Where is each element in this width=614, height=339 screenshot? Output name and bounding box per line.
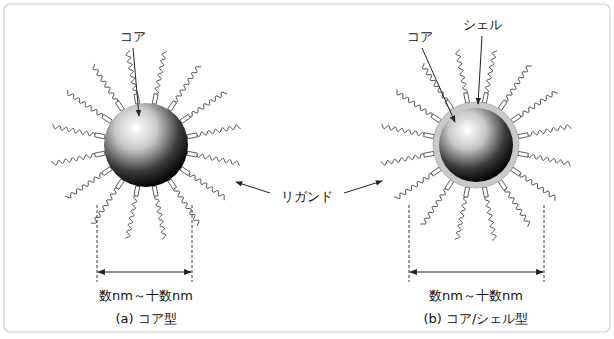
ligand-anchor <box>152 94 158 105</box>
leader-arrow <box>422 48 455 122</box>
core-sphere <box>439 108 513 182</box>
dimension-label: 数nm～十数nm <box>429 288 523 304</box>
ligand-anchor <box>95 151 106 157</box>
leader-arrow <box>133 48 139 116</box>
dimension <box>97 205 192 282</box>
ligand-chain <box>520 174 555 200</box>
part-label: コア <box>120 29 146 45</box>
leader-arrow <box>344 181 382 193</box>
ligand-anchor <box>518 133 529 139</box>
ligand-chain <box>197 154 240 166</box>
ligand-anchor <box>102 167 113 176</box>
ligand-anchor <box>424 151 435 157</box>
dimension <box>409 205 544 282</box>
ligand-chain <box>126 50 137 94</box>
ligand-chain <box>528 125 572 136</box>
part-label: シェル <box>463 17 502 33</box>
frame <box>4 4 610 332</box>
ligand-chain <box>380 154 424 165</box>
ligand-anchor <box>102 114 113 123</box>
ligand-chain <box>155 196 166 240</box>
ligand-anchor <box>115 179 124 190</box>
part-label: リガンド <box>281 189 333 205</box>
ligand-anchor <box>115 101 124 112</box>
ligand-chain <box>52 124 95 136</box>
sub-caption: (a) コア型 <box>115 311 176 327</box>
ligand-chain <box>189 92 227 117</box>
leader-arrow <box>236 182 270 193</box>
ligand-chain <box>528 154 571 166</box>
ligand-chain <box>520 91 558 116</box>
ligand-chain <box>174 188 199 226</box>
ligand-chain <box>197 125 241 136</box>
ligand-chain <box>381 124 424 136</box>
ligand-chain <box>485 197 496 241</box>
ligand-anchor <box>482 187 488 198</box>
ligand-anchor <box>134 186 140 197</box>
ligand-anchor <box>180 114 191 123</box>
ligand-chain <box>93 64 118 102</box>
ligand-anchor <box>180 167 191 176</box>
ligand-anchor <box>482 93 488 104</box>
ligand-chain <box>456 49 467 93</box>
ligand-chain <box>485 50 497 93</box>
ligand-anchor <box>168 179 177 190</box>
ligand-chain <box>155 51 167 94</box>
part-label: コア <box>407 29 433 45</box>
ligand-anchor <box>424 133 435 139</box>
ligand-anchor <box>187 151 198 157</box>
ligand-chain <box>420 189 446 224</box>
ligand-anchor <box>168 101 177 112</box>
ligand-anchor <box>152 186 158 197</box>
core-sphere <box>104 103 188 187</box>
core-particle <box>51 50 240 239</box>
ligand-chain <box>394 174 432 199</box>
ligand-anchor <box>518 151 529 157</box>
ligand-anchor <box>95 133 106 139</box>
leader-arrow <box>478 36 482 104</box>
ligand-chain <box>67 90 102 116</box>
ligand-chain <box>422 63 447 101</box>
ligand-chain <box>189 174 224 200</box>
ligand-chain <box>175 66 201 101</box>
ligand-anchor <box>464 93 470 104</box>
ligand-chain <box>505 189 530 227</box>
sub-caption: (b) コア/シェル型 <box>424 311 529 327</box>
shell-layer <box>433 102 519 188</box>
ligand-chain <box>455 197 467 240</box>
ligand-chain <box>125 196 137 239</box>
ligand-chain <box>505 66 531 101</box>
ligand-chain <box>91 188 117 223</box>
ligand-anchor <box>187 133 198 139</box>
dimension-label: 数nm～十数nm <box>99 288 193 304</box>
ligand-chain <box>65 173 103 198</box>
ligand-anchor <box>464 187 470 198</box>
ligand-chain <box>51 154 95 165</box>
ligand-chain <box>397 89 432 115</box>
